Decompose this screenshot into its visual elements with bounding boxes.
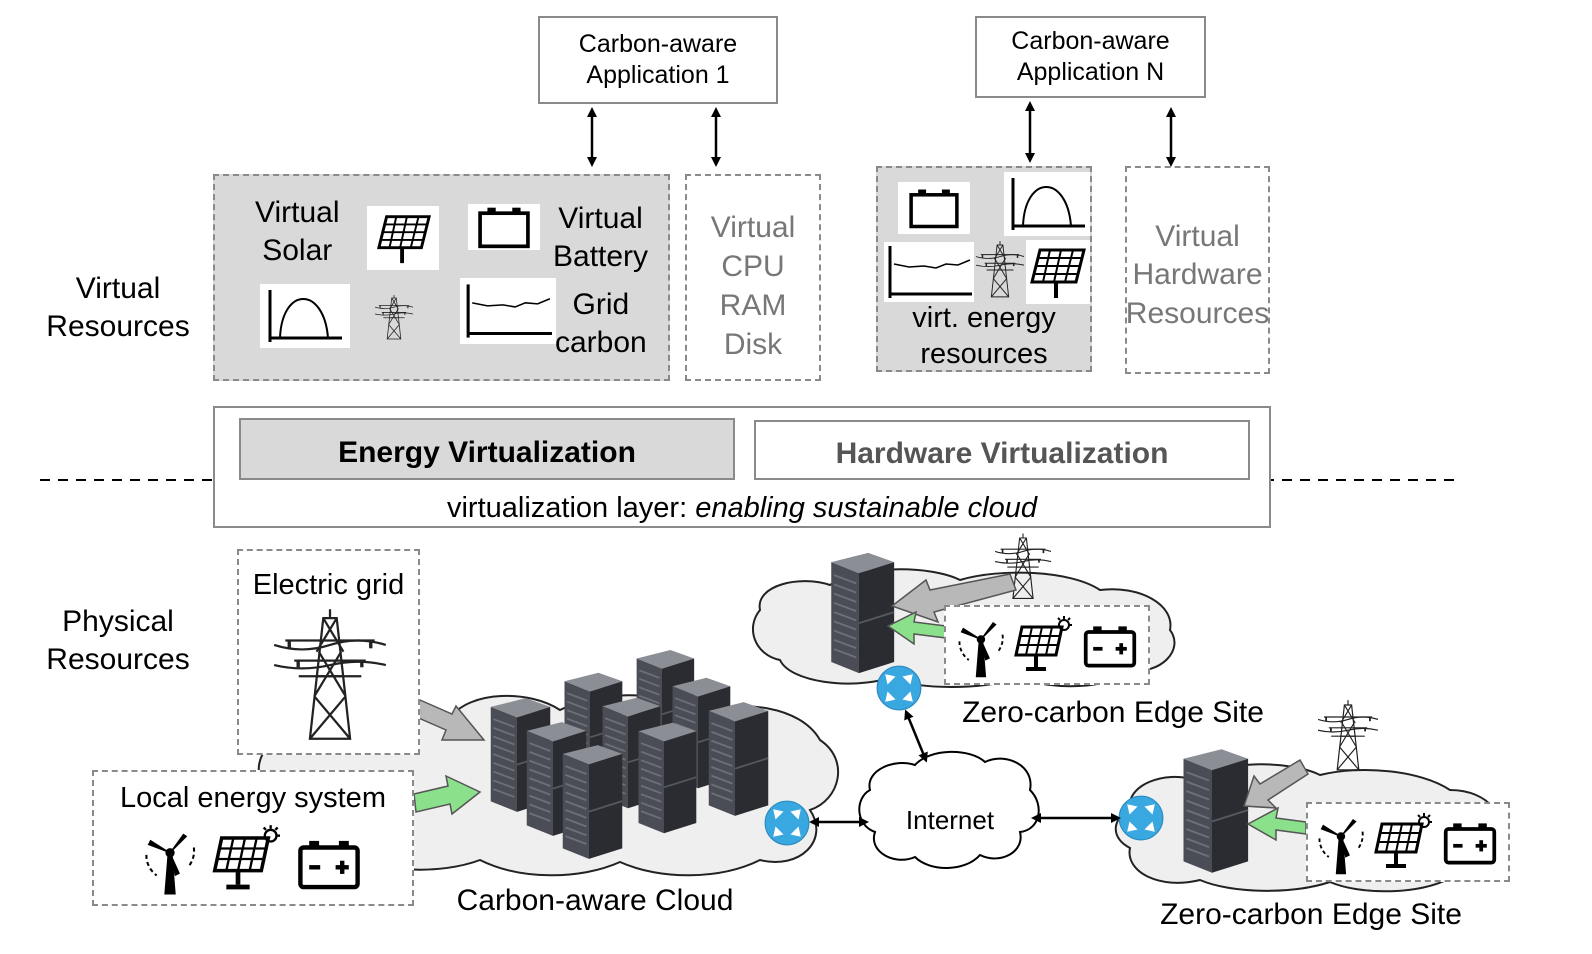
arrow-edge-top-internet — [904, 709, 928, 763]
server-rack-icon — [637, 721, 698, 835]
solar-panel-icon — [1026, 240, 1090, 304]
internet-label: Internet — [905, 805, 995, 835]
grid-carbon-label: Grid carbon — [555, 288, 647, 359]
virtual-resources-label: Virtual Resources — [46, 272, 190, 343]
edge-site-bottom-label: Zero-carbon Edge Site — [1160, 898, 1462, 931]
server-rack-icon — [561, 744, 624, 860]
local-energy-system-box: Local energy system — [92, 770, 414, 906]
hardware-virtualization-label: Hardware Virtualization — [835, 437, 1169, 470]
internet-cloud — [858, 750, 1040, 869]
power-tower-icon — [1318, 699, 1378, 771]
virtual-hardware-resources-box: Virtual Hardware Resources — [1125, 166, 1270, 374]
local-energy-system-label: Local energy system — [120, 782, 386, 814]
virtual-solar-label: Virtual Solar — [255, 196, 340, 267]
router-icon — [1118, 795, 1164, 841]
solar-panel-icon — [1372, 812, 1432, 872]
virtual-hardware-box: Virtual CPU RAM Disk — [685, 174, 821, 381]
wind-turbine-icon — [138, 824, 200, 896]
energy-virtualization-box: Energy Virtualization — [239, 418, 735, 480]
server-rack-icon — [1182, 748, 1250, 874]
energy-virtualization-label: Energy Virtualization — [338, 436, 636, 469]
virtualization-layer-prefix: virtualization layer: — [446, 492, 696, 524]
electric-grid-box: Electric grid — [237, 549, 420, 755]
solar-panel-icon — [367, 206, 439, 270]
router-icon — [876, 665, 922, 711]
power-curve-icon — [260, 284, 350, 348]
application-n-box: Carbon-aware Application N — [975, 16, 1206, 98]
edge-top-energy-box — [944, 605, 1150, 685]
power-curve-icon — [1004, 172, 1090, 236]
wind-turbine-icon — [1312, 810, 1368, 876]
application-n-label: Carbon-aware Application N — [1011, 27, 1170, 87]
edge-site-top-label: Zero-carbon Edge Site — [962, 696, 1264, 729]
virtual-battery-label: Virtual Battery — [553, 202, 649, 273]
battery-icon — [898, 182, 970, 234]
solar-panel-icon — [210, 824, 280, 894]
physical-resources-label: Physical Resources — [46, 605, 190, 676]
application-1-box: Carbon-aware Application 1 — [538, 16, 778, 104]
wind-turbine-icon — [952, 613, 1008, 679]
edge-bottom-energy-box — [1306, 802, 1510, 882]
battery-icon — [1442, 818, 1498, 868]
virtual-hardware-resources-label: Virtual Hardware Resources — [1125, 220, 1270, 330]
electric-grid-label: Electric grid — [252, 569, 405, 601]
router-icon — [764, 800, 810, 846]
grey-arrow — [1242, 758, 1310, 809]
virtualization-layer-box: Energy Virtualization Hardware Virtualiz… — [213, 406, 1271, 528]
server-rack-icon — [707, 701, 770, 817]
application-1-label: Carbon-aware Application 1 — [578, 30, 738, 90]
virt-energy-resources-label: virt. energy resources — [912, 302, 1056, 371]
virtualization-layer-emphasis: enabling sustainable cloud — [695, 492, 1038, 524]
virt-energy-resources-box: virt. energy resources — [876, 166, 1092, 372]
carbon-aware-cloud-label: Carbon-aware Cloud — [456, 884, 734, 917]
carbon-trace-icon — [460, 278, 556, 344]
virtual-cpu-ram-disk-label: Virtual CPU RAM Disk — [710, 211, 796, 361]
solar-panel-icon — [1012, 615, 1072, 675]
green-arrow — [413, 774, 482, 816]
green-arrow — [886, 610, 947, 646]
server-rack-icon — [830, 551, 896, 675]
green-arrow — [1246, 806, 1307, 842]
virtual-energy-box: Virtual Solar Virtual Battery Grid carbo… — [213, 174, 670, 381]
battery-icon — [1082, 621, 1138, 671]
virtualization-layer-caption: virtualization layer: enabling sustainab… — [215, 490, 1269, 526]
power-tower-icon — [263, 607, 397, 741]
battery-icon — [468, 204, 540, 250]
hardware-virtualization-box: Hardware Virtualization — [754, 420, 1250, 480]
battery-icon — [296, 836, 362, 892]
carbon-trace-icon — [884, 242, 974, 302]
